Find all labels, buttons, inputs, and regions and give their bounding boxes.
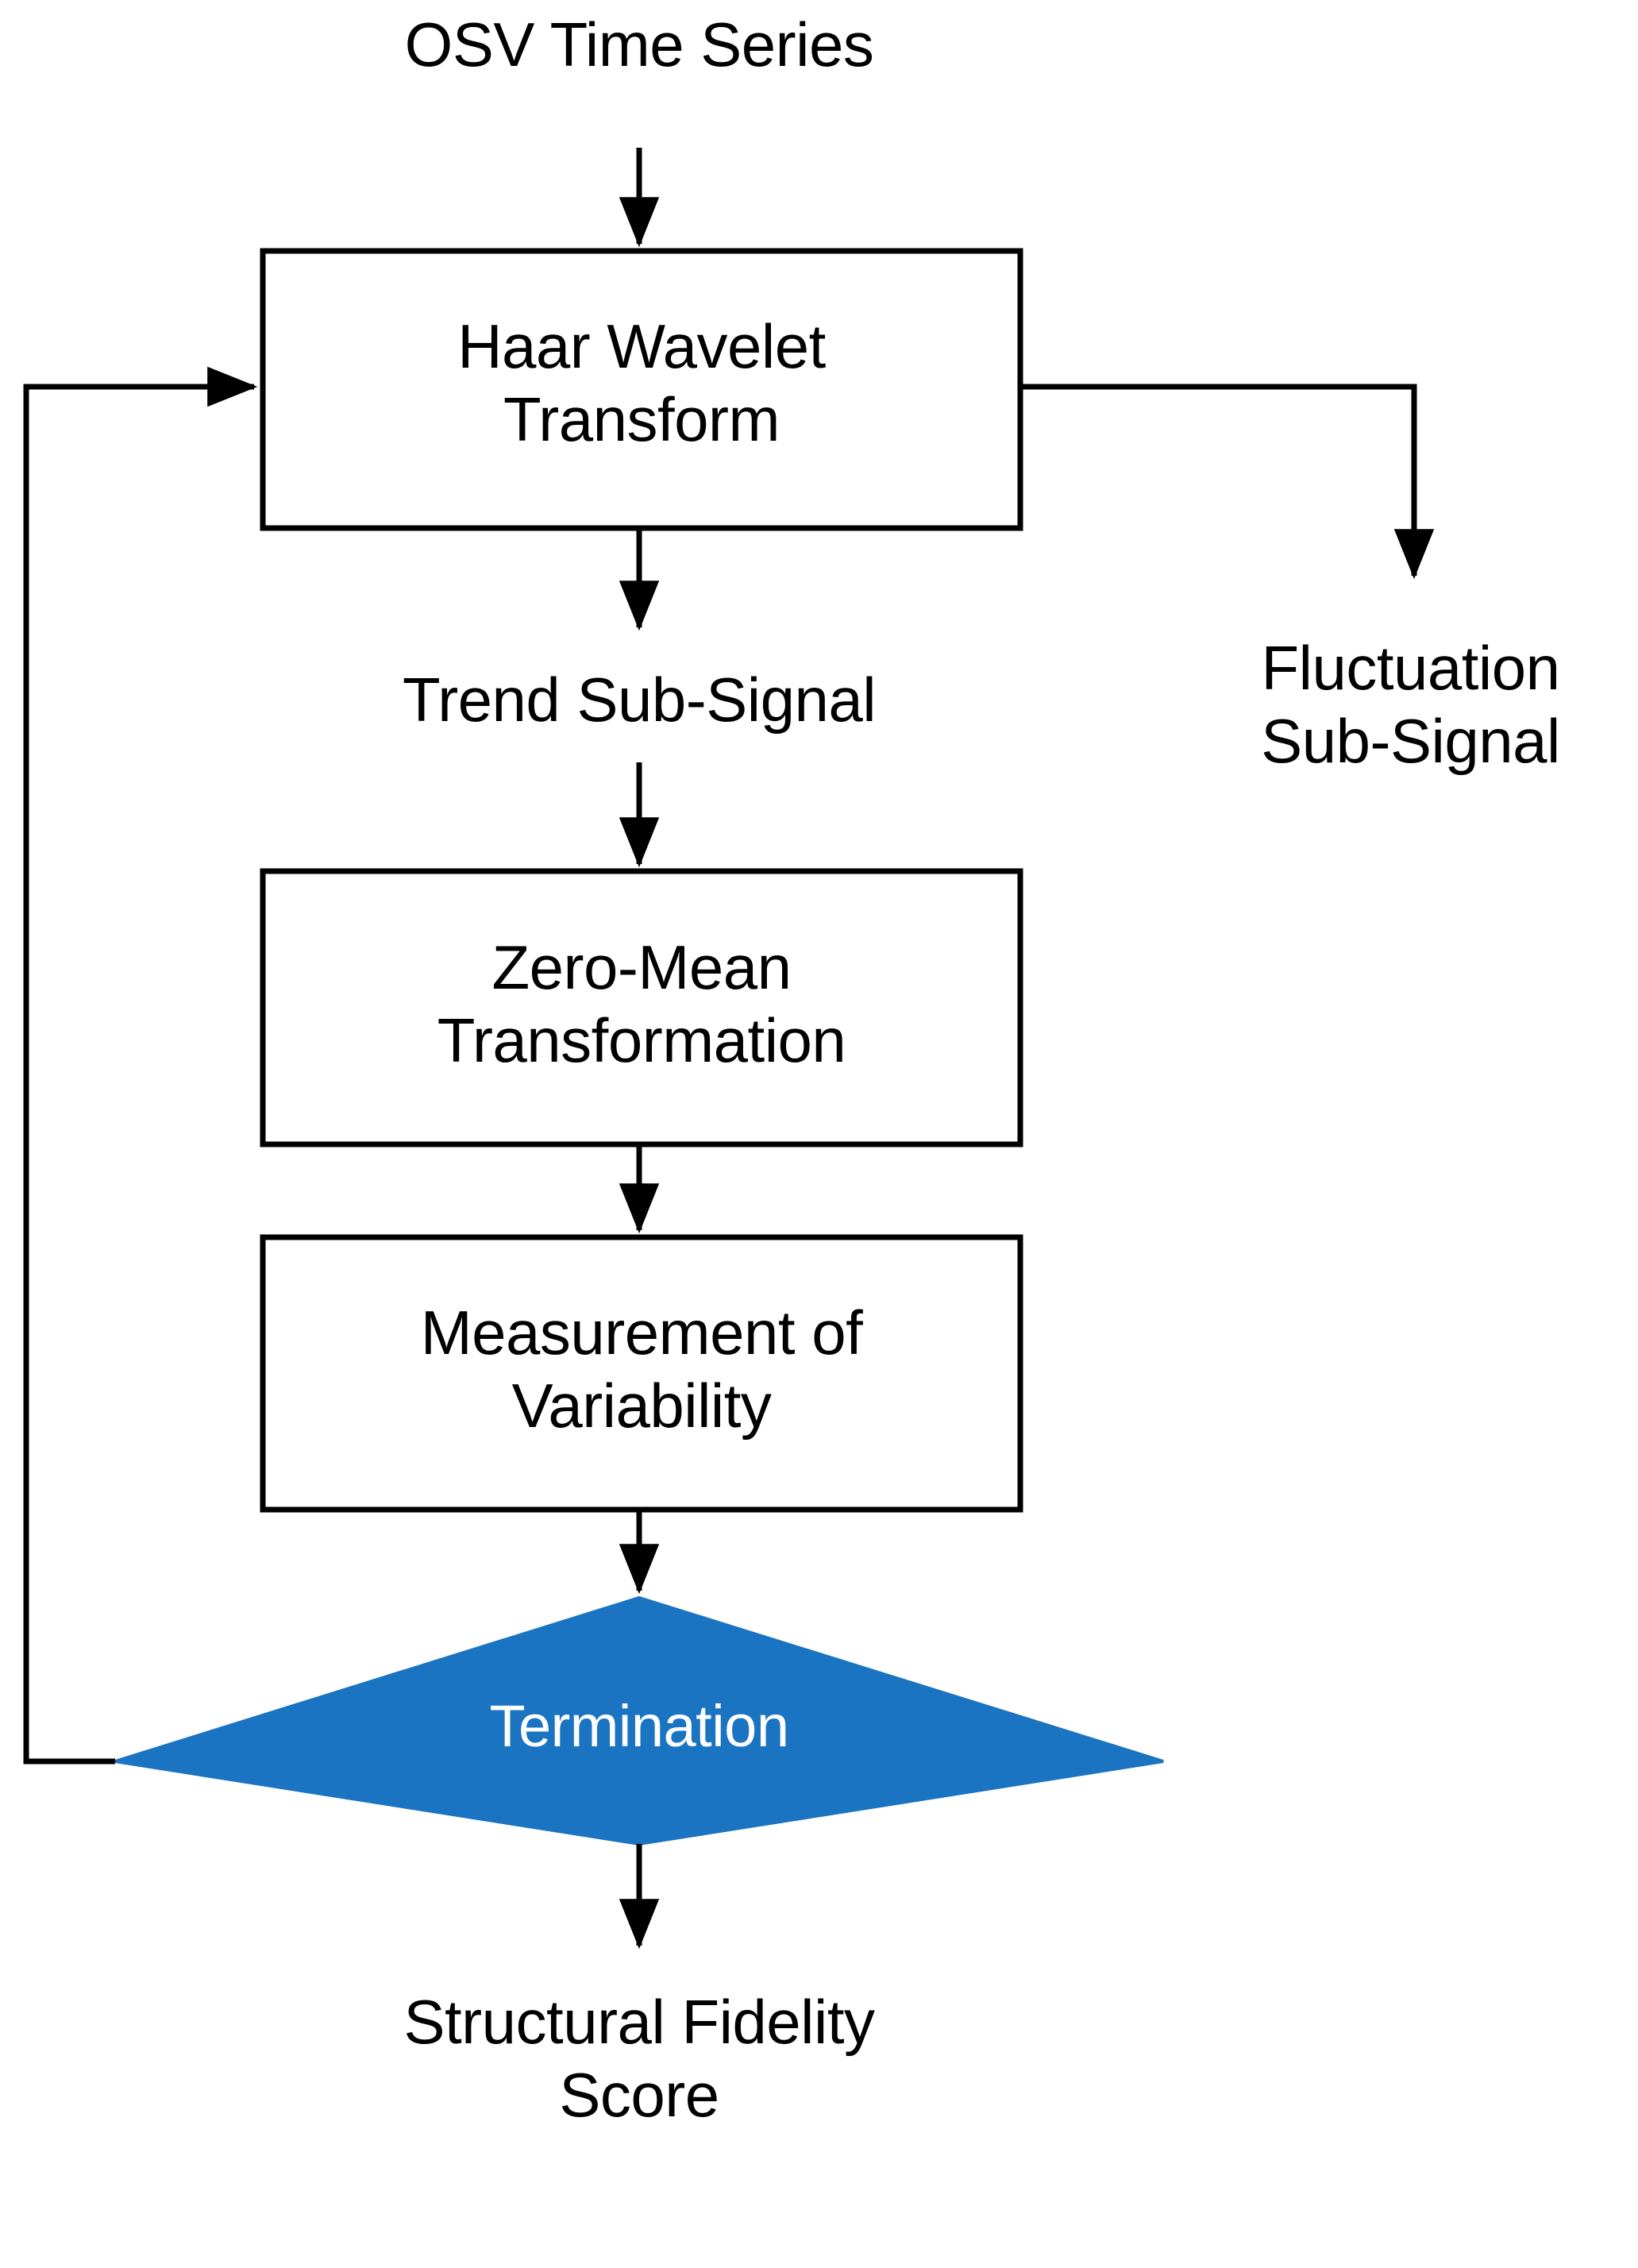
- variability-box-shape: [260, 1234, 1023, 1513]
- haar-wavelet-box-label: Haar Wavelet Transform: [457, 311, 826, 455]
- edge-termination-feedback-to-haar: [23, 366, 258, 1765]
- zero-mean-box-shape: [260, 868, 1023, 1148]
- haar-wavelet-box-shape: [260, 248, 1023, 531]
- input-label: OSV Time Series: [404, 10, 874, 79]
- zero-mean-box-label: Zero-Mean Transformation: [437, 932, 846, 1076]
- trend-sub-signal-label: Trend Sub-Signal: [402, 665, 877, 735]
- termination-diamond-label: Termination: [489, 1693, 789, 1759]
- fluctuation-sub-signal-label: Fluctuation Sub-Signal: [1261, 633, 1560, 777]
- output-label: Structural Fidelity Score: [403, 1987, 875, 2131]
- variability-box-label: Measurement of Variability: [420, 1298, 863, 1441]
- edge-haar-to-fluctuation: [1020, 384, 1435, 580]
